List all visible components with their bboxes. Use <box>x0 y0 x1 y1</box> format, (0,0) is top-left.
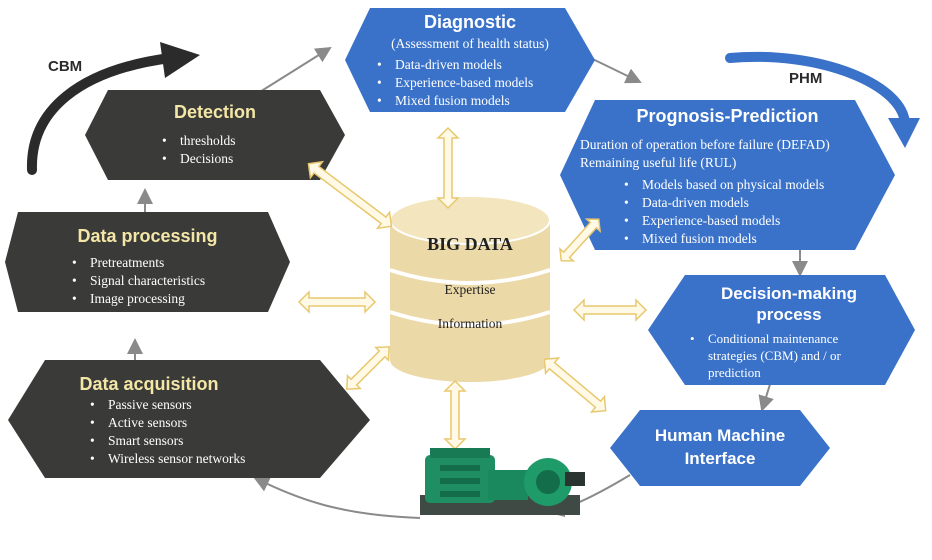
list-item: Decisions <box>160 150 236 168</box>
list-item: Active sensors <box>88 414 245 432</box>
data-acquisition-node: Data acquisition Passive sensors Active … <box>8 360 370 478</box>
prognosis-list: Models based on physical models Data-dri… <box>622 176 824 248</box>
hmi-title: Human Machine Interface <box>654 426 786 468</box>
list-item: Mixed fusion models <box>375 92 533 110</box>
detection-list: thresholds Decisions <box>160 132 236 168</box>
industrial-machine-image <box>420 448 585 515</box>
list-item: Models based on physical models <box>622 176 824 194</box>
prognosis-defad-text: Duration of operation before failure (DE… <box>580 137 830 152</box>
diagnostic-node: Diagnostic (Assessment of health status)… <box>345 8 595 112</box>
list-item: Signal characteristics <box>70 272 205 290</box>
prognosis-title: Prognosis-Prediction <box>636 106 819 126</box>
diagnostic-list: Data-driven models Experience-based mode… <box>375 56 533 110</box>
data-acquisition-title: Data acquisition <box>79 374 219 394</box>
list-item: Conditional maintenance strategies (CBM)… <box>688 330 878 381</box>
list-item: Data-driven models <box>375 56 533 74</box>
detection-title: Detection <box>173 102 256 122</box>
list-item: thresholds <box>160 132 236 150</box>
list-item: Image processing <box>70 290 205 308</box>
cbm-curved-arrow <box>26 42 200 175</box>
detection-node: Detection thresholds Decisions <box>85 90 345 180</box>
list-item: Experience-based models <box>622 212 824 230</box>
exchange-arrows <box>297 126 648 451</box>
decision-node: Decision-making process Conditional main… <box>648 275 915 385</box>
list-item: Passive sensors <box>88 396 245 414</box>
prognosis-node: Prognosis-Prediction Duration of operati… <box>560 100 895 250</box>
data-acquisition-list: Passive sensors Active sensors Smart sen… <box>88 396 245 468</box>
big-data-information-label: Information <box>437 316 503 331</box>
diagnostic-title: Diagnostic <box>423 12 516 32</box>
data-processing-title: Data processing <box>77 226 218 246</box>
decision-list: Conditional maintenance strategies (CBM)… <box>688 330 878 381</box>
cbm-label: CBM <box>48 58 83 75</box>
phm-label: PHM <box>789 70 823 87</box>
list-item: Wireless sensor networks <box>88 450 245 468</box>
diagnostic-subtitle: (Assessment of health status) <box>391 36 549 51</box>
hmi-shape <box>610 410 830 486</box>
list-item: Data-driven models <box>622 194 824 212</box>
list-item: Mixed fusion models <box>622 230 824 248</box>
decision-title: Decision-making process <box>720 284 858 324</box>
big-data-title: BIG DATA <box>427 234 513 254</box>
list-item: Smart sensors <box>88 432 245 450</box>
hmi-node: Human Machine Interface <box>610 410 830 486</box>
big-data-cylinder <box>389 195 551 382</box>
list-item: Pretreatments <box>70 254 205 272</box>
phm-curved-arrow <box>725 51 920 148</box>
list-item: Experience-based models <box>375 74 533 92</box>
data-processing-list: Pretreatments Signal characteristics Ima… <box>70 254 205 308</box>
prognosis-rul-text: Remaining useful life (RUL) <box>580 155 737 170</box>
data-processing-node: Data processing Pretreatments Signal cha… <box>5 212 290 312</box>
big-data-expertise-label: Expertise <box>444 282 496 297</box>
